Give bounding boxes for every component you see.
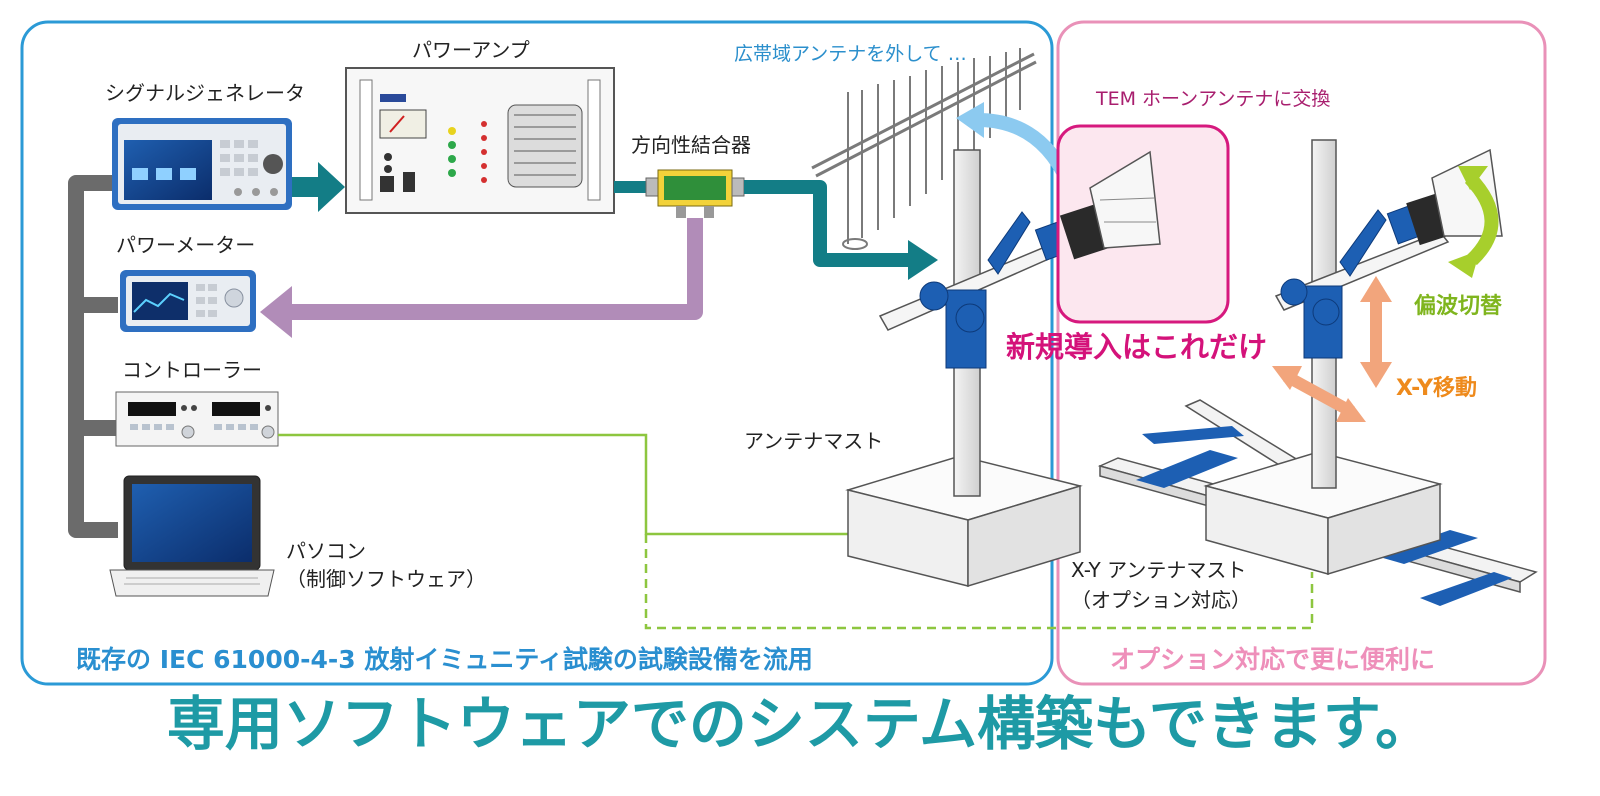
xy-mast-option-label: （オプション対応）	[1071, 588, 1251, 612]
power-amp-label: パワーアンプ	[412, 38, 530, 62]
power-meter-label: パワーメーター	[116, 233, 256, 257]
broadband-antenna	[811, 48, 1037, 250]
headline: 専用ソフトウェアでのシステム構築もできます。	[166, 690, 1434, 758]
xy-mast-label: X-Y アンテナマスト	[1071, 558, 1247, 582]
xy-antenna-mast	[1097, 139, 1538, 606]
tem-horn-antenna	[1059, 150, 1161, 260]
existing-equipment-frame	[20, 20, 1054, 686]
polarization-arrow	[1448, 166, 1499, 278]
option-caption: オプション対応で更に便利に	[1110, 645, 1436, 674]
controller	[115, 391, 279, 447]
pc-label: パソコン	[286, 539, 366, 563]
new-only-label: 新規導入はこれだけ	[1006, 330, 1268, 364]
remove-antenna-label: 広帯域アンテナを外して …	[734, 43, 967, 65]
arrow-sg-to-amp	[292, 162, 345, 212]
tem-horn-label: TEM ホーンアンテナに交換	[1096, 88, 1331, 110]
antenna-mast-label: アンテナマスト	[744, 429, 884, 453]
polarization-label: 偏波切替	[1414, 294, 1503, 319]
coupler-label: 方向性結合器	[631, 133, 751, 157]
signal-generator-label: シグナルジェネレータ	[105, 81, 305, 105]
controller-label: コントローラー	[122, 358, 262, 382]
signal-generator	[112, 118, 292, 210]
power-meter	[120, 270, 256, 332]
directional-coupler	[614, 169, 745, 218]
laptop-pc	[109, 475, 275, 597]
power-amplifier	[345, 67, 615, 214]
xy-move-label: X-Y移動	[1396, 376, 1477, 401]
control-lines	[278, 433, 1314, 630]
pc-software-label: （制御ソフトウェア）	[286, 567, 486, 591]
arrow-coupler-to-meter	[260, 218, 703, 338]
antenna-mast	[845, 149, 1083, 588]
existing-equipment-caption: 既存の IEC 61000-4-3 放射イミュニティ試験の試験設備を流用	[76, 645, 813, 674]
gray-bus	[68, 175, 118, 538]
option-frame	[1056, 20, 1547, 686]
xy-move-arrows	[1272, 276, 1392, 422]
arrow-coupler-to-antenna	[744, 180, 938, 280]
